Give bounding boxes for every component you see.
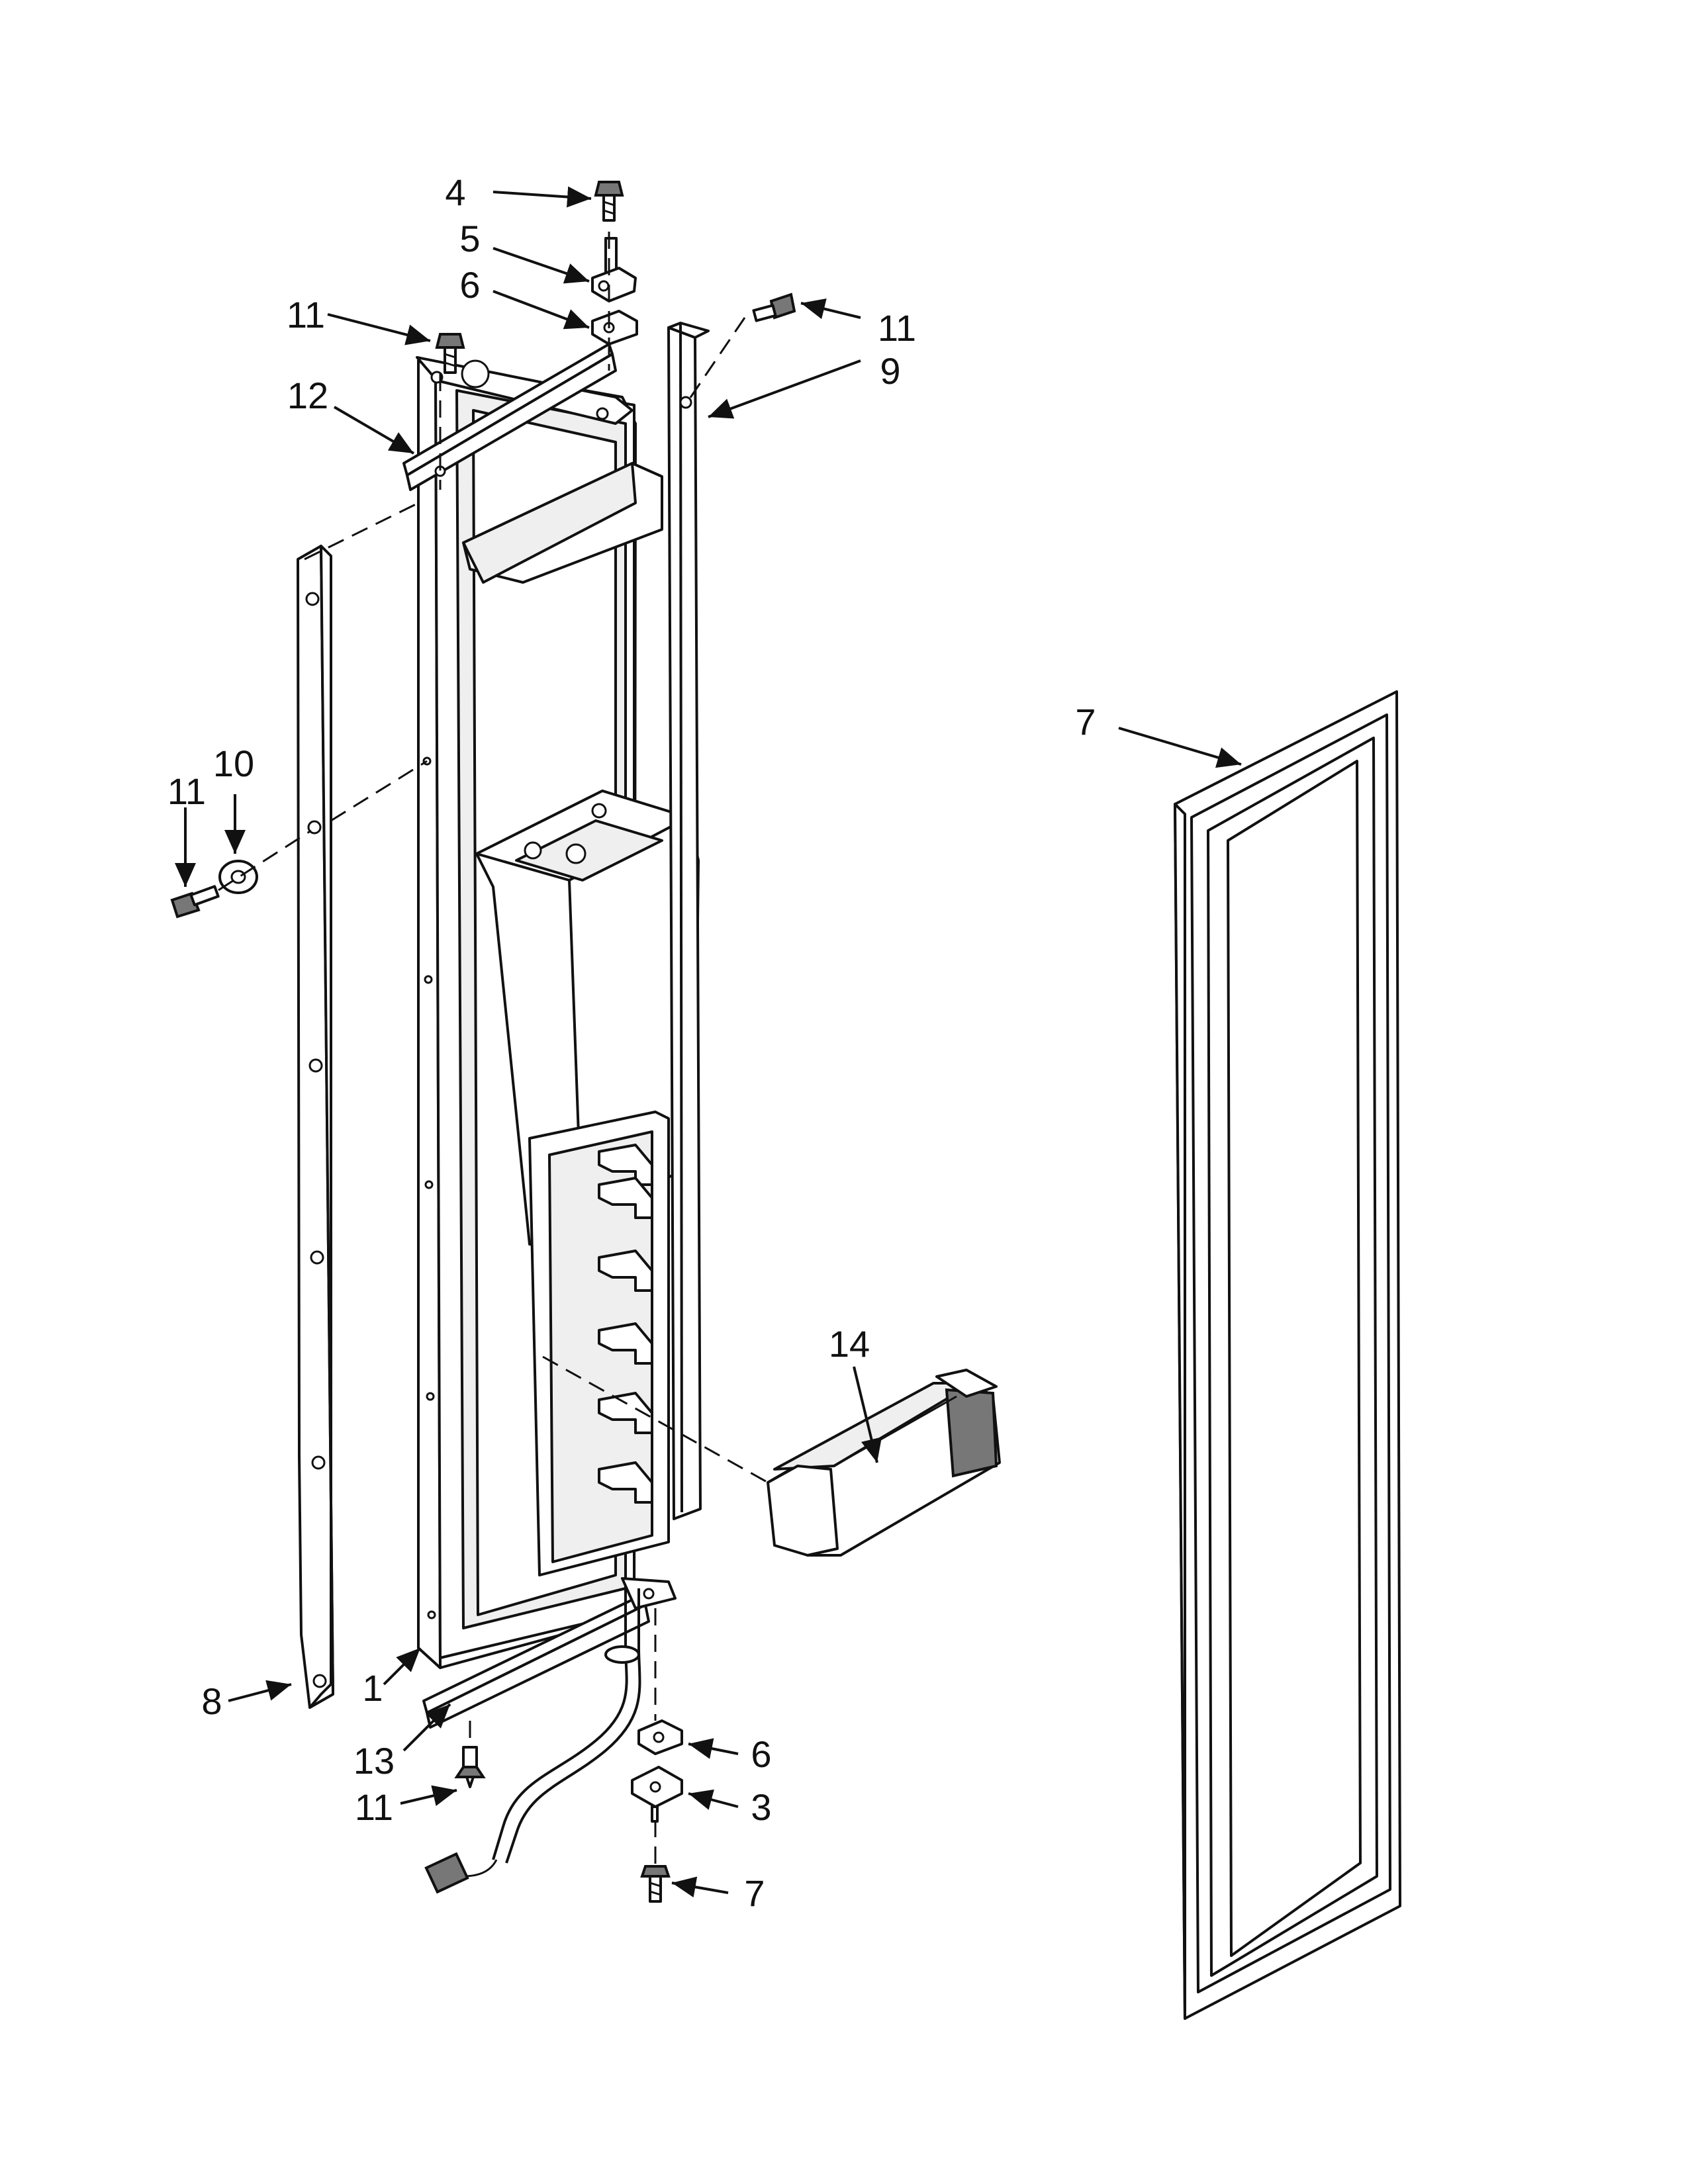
- part-7-bottom-screw: [640, 1865, 671, 1903]
- callout-6-top: 6: [459, 264, 480, 306]
- callout-11-trim: 11: [878, 307, 916, 349]
- part-11-screw-trim: [752, 293, 796, 322]
- part-11-screw-side: [170, 885, 220, 919]
- callout-7-gasket: 7: [1075, 701, 1096, 743]
- part-5-hinge-pin: [591, 237, 637, 302]
- part-7-door-gasket: [1174, 690, 1401, 2020]
- part-12-top-bracket: [402, 343, 617, 491]
- part-13-bottom-bracket: [422, 1577, 677, 1729]
- part-10-washer: [218, 860, 258, 894]
- callout-12: 12: [287, 375, 328, 416]
- callout-10: 10: [213, 743, 254, 784]
- part-6-top-shim: [591, 310, 638, 345]
- callout-4: 4: [445, 171, 465, 213]
- part-8-side-panel: [297, 545, 334, 1709]
- callout-labels: 4 5 6 11 12 11 9 11 10 7 14 8 1 13 11 6 …: [167, 171, 1096, 1914]
- part-6-bottom-shim: [637, 1719, 683, 1755]
- callout-11-top: 11: [287, 294, 325, 336]
- callout-7-screw: 7: [744, 1872, 765, 1914]
- callout-13: 13: [353, 1740, 395, 1782]
- callout-leaders: [175, 186, 1242, 1898]
- callout-14: 14: [829, 1323, 870, 1365]
- part-14-door-shelf: [767, 1369, 1001, 1557]
- callout-1: 1: [362, 1667, 383, 1709]
- callout-9: 9: [880, 350, 900, 392]
- part-3-bottom-hinge: [631, 1766, 683, 1823]
- callout-11-side: 11: [167, 770, 206, 812]
- part-11-screw-bottom: [454, 1746, 486, 1788]
- shelf-support-hooks: [598, 1144, 653, 1504]
- callout-5: 5: [459, 218, 480, 259]
- assembly-lines: [218, 232, 769, 1866]
- part-1-door-assembly: [416, 356, 700, 1669]
- part-9-trim-strip: [667, 322, 710, 1520]
- callout-11-bottom: 11: [355, 1786, 393, 1828]
- part-11-screw-top: [435, 333, 465, 374]
- callout-3: 3: [751, 1786, 771, 1828]
- water-tube-harness: [424, 1588, 641, 1894]
- callout-6-bottom: 6: [751, 1733, 771, 1775]
- callout-8: 8: [201, 1680, 222, 1722]
- part-4-screw: [594, 181, 624, 222]
